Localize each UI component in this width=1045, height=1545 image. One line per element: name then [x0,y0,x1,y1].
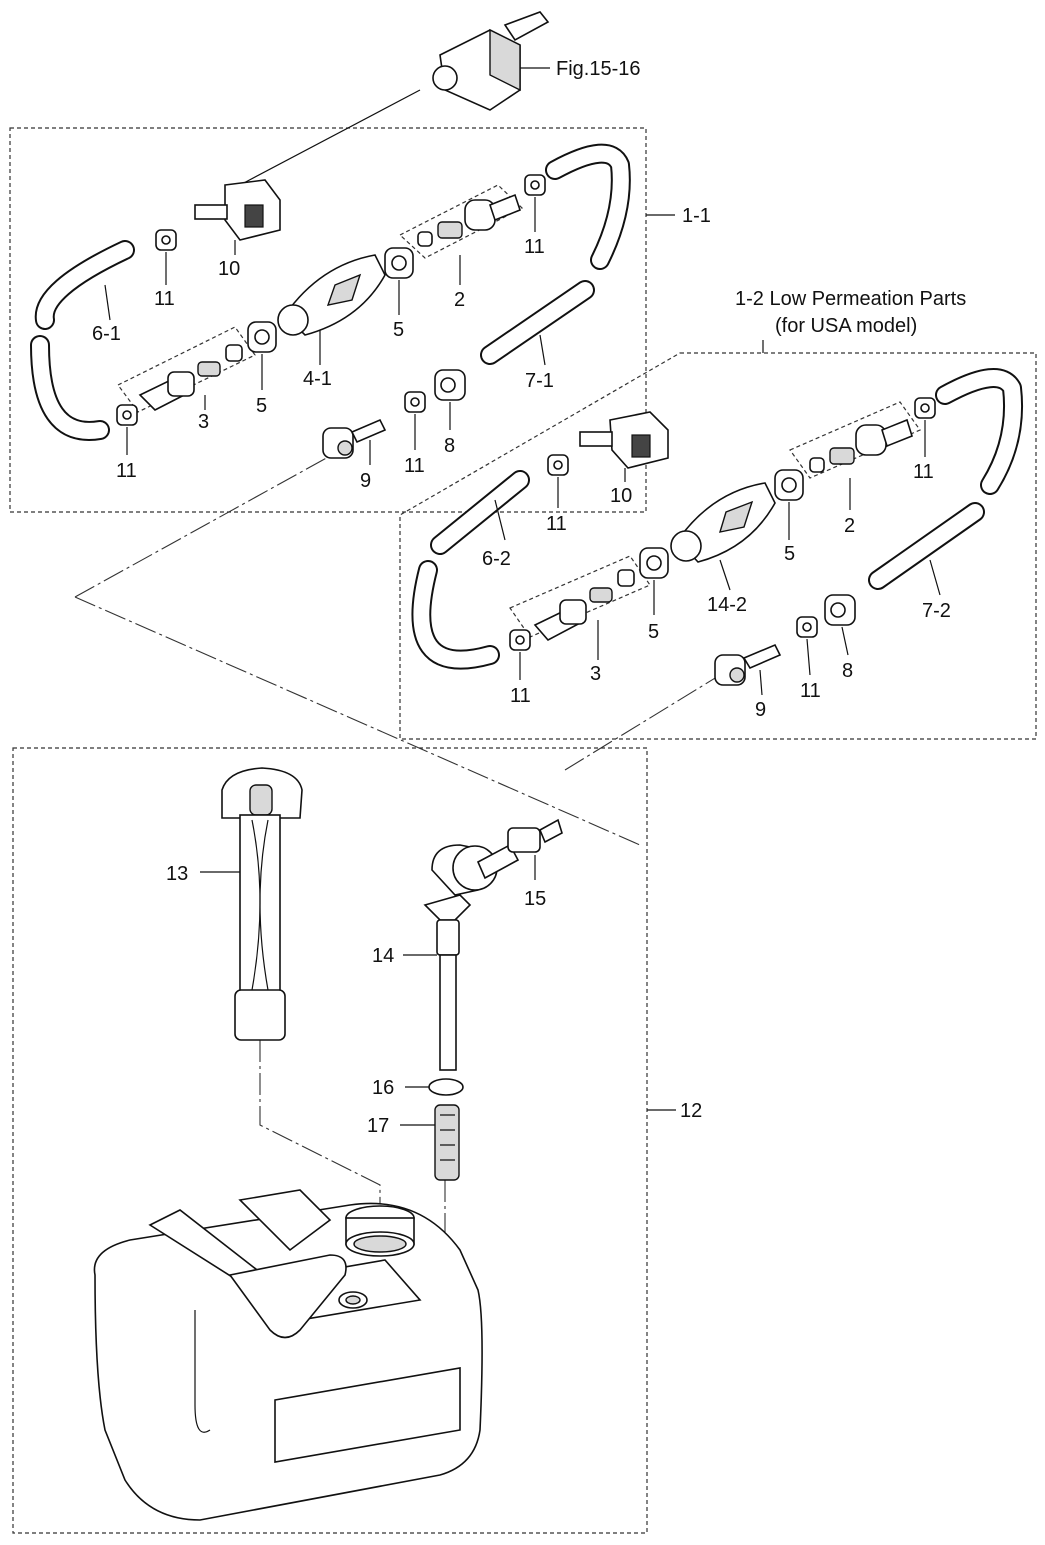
seal-5-b-right [774,469,804,501]
connection-line-upper [74,444,351,598]
connection-line-cap [259,1040,381,1220]
hose-7-1 [480,143,631,365]
label-a-seal-5-right: 5 [393,319,404,341]
group-1-2-title: 1-2 Low Permeation Parts [735,288,966,310]
connection-line-diagonal [74,596,641,846]
group-12-boundary [12,747,648,1534]
label-b-connector-10: 10 [610,485,632,507]
label-oring-16: 16 [372,1077,394,1099]
primer-bulb-14-2 [670,482,776,563]
joint-3-dashed-box-a [117,326,256,413]
fuel-gauge-13 [200,767,303,1041]
label-a-joint-3: 3 [198,411,209,433]
washer-11-b-top [547,454,569,476]
label-a-joint-2: 2 [454,289,465,311]
washer-11-a-low [404,391,426,413]
primer-bulb-4-1 [277,254,386,336]
label-b-nut-9: 9 [755,699,766,721]
label-b-joint-3: 3 [590,663,601,685]
washer-11-a-right [524,174,546,196]
label-b-clip-8: 8 [842,660,853,682]
strainer-17 [400,1104,460,1181]
label-a-seal-5-left: 5 [256,395,267,417]
fuel-tank [93,1189,483,1521]
elbow-pickup-14 [403,844,498,1071]
washer-11-b-left [509,629,531,651]
label-a-clip-8: 8 [444,435,455,457]
clip-8-a [434,369,466,401]
washer-11-b-right [914,397,936,419]
washer-11-a-top [155,229,177,251]
leaders-group-1-2 [494,420,941,696]
connector-10-a [194,179,281,241]
label-b-washer-11-low: 11 [800,680,821,702]
label-b-washer-11-right: 11 [913,461,934,483]
group-12-label: 12 [680,1100,702,1122]
group-1-2-boundary [399,352,1037,740]
label-elbow-14: 14 [372,945,394,967]
connector-10-b [579,411,669,469]
seal-5-a-left [247,321,277,353]
group-1-1-label: 1-1 [682,205,711,227]
group-1-1-boundary [9,127,647,513]
label-a-connector-10: 10 [218,258,240,280]
label-gauge-13: 13 [166,863,188,885]
fig-ref-label: Fig.15-16 [556,58,641,80]
hose-7-2 [868,368,1024,590]
label-b-seal-5-right: 5 [784,543,795,565]
hose-6-2 [411,470,530,670]
leaders-group-1-1 [104,197,675,465]
joint-2-dashed-box-a [398,184,524,259]
nut-9-b [714,643,782,686]
label-a-washer-11-right: 11 [524,236,545,258]
nut-9-a [322,418,387,459]
joint-3-a [138,344,243,411]
label-b-seal-5-left: 5 [648,621,659,643]
connection-line-fig [239,89,421,186]
label-a-washer-11-low: 11 [404,455,425,477]
label-b-hose-7-2: 7-2 [922,600,951,622]
label-b-washer-11-left: 11 [510,685,531,707]
label-b-bulb-14-2: 14-2 [707,594,747,616]
label-a-bulb-4-1: 4-1 [303,368,332,390]
label-b-hose-6-2: 6-2 [482,548,511,570]
label-a-hose-7-1: 7-1 [525,370,554,392]
seal-5-b-left [639,547,669,579]
engine-fuel-connector [432,11,550,111]
joint-2-b [809,418,913,473]
joint-2-a [417,193,521,247]
label-a-washer-11-left: 11 [116,460,137,482]
joint-3-dashed-box-b [509,555,651,638]
label-a-hose-6-1: 6-1 [92,323,121,345]
label-a-washer-11-top: 11 [154,288,175,310]
joint-2-dashed-box-b [789,401,921,479]
label-b-joint-2: 2 [844,515,855,537]
clip-8-b [824,594,856,626]
hose-6-1 [30,240,135,441]
group-1-2-subtitle: (for USA model) [775,315,917,337]
connection-line-right [564,671,726,771]
o-ring-16 [405,1078,464,1096]
label-strainer-17: 17 [367,1115,389,1137]
washer-11-a-left [116,404,138,426]
fitting-15 [476,818,563,880]
washer-11-b-low [796,616,818,638]
label-b-washer-11-top: 11 [546,513,567,535]
joint-3-b [533,569,635,642]
label-a-nut-9: 9 [360,470,371,492]
label-fitting-15: 15 [524,888,546,910]
seal-5-a-right [384,247,414,279]
